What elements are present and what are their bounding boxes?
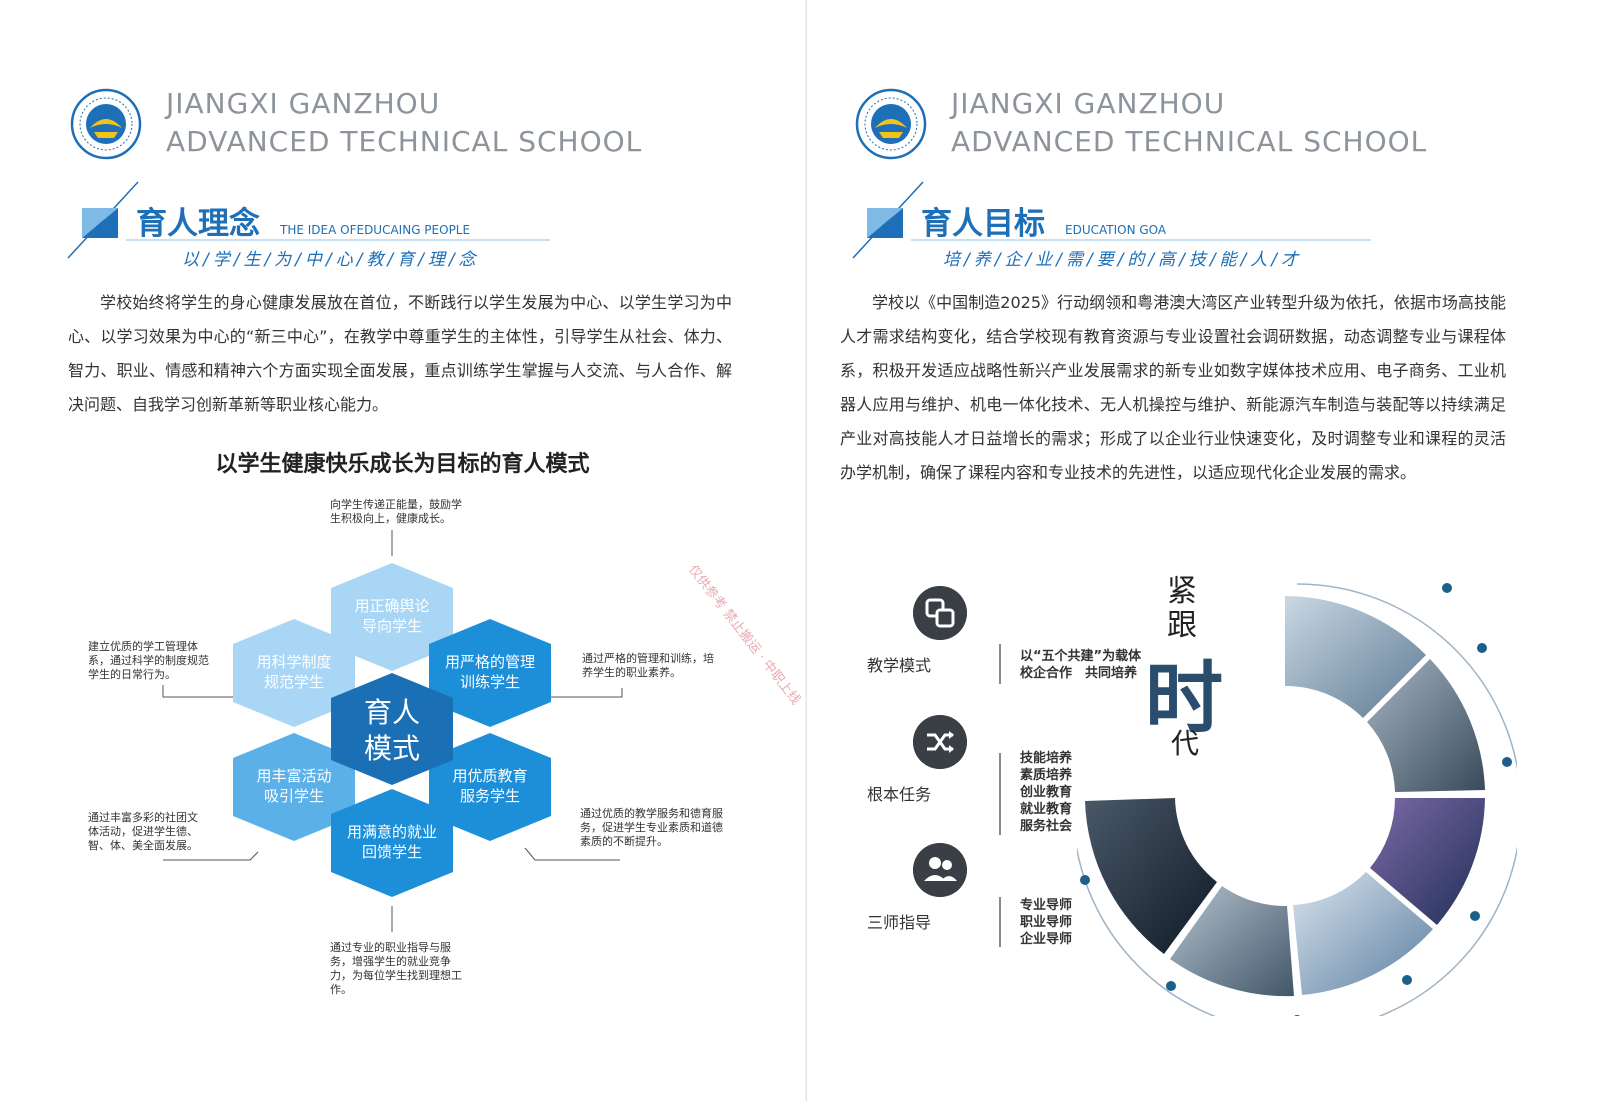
connector-lower-left [163,851,259,861]
goal-paragraph: 学校以《中国制造2025》行动纲领和粤港澳大湾区产业转型升级为依托，依据市场高技… [840,293,1506,482]
core-label-2: 模式 [364,732,420,765]
feature-items: 以“五个共建”为载体 校企合作 共同培养 [1020,648,1141,682]
feature-item: 以“五个共建”为载体 [1020,649,1142,664]
feature-item: 素质培养 [1020,768,1073,783]
hex-top [331,563,453,671]
school-name-line2: ADVANCED TECHNICAL SCHOOL [951,125,1428,158]
feature-fundamental-task: 根本任务 技能培养 素质培养 创业教育 就业教育 服务社会 [867,715,1127,845]
hex-top-label-1: 用正确舆论 [354,597,429,615]
hex-upper-right-label-2: 训练学生 [460,673,520,691]
hex-upper-left-label-2: 规范学生 [264,673,324,691]
feature-item: 职业导师 [1020,915,1073,930]
feature-item: 创业教育 [1020,785,1073,800]
left-page: JIANGXI GANZHOU ADVANCED TECHNICAL SCHOO… [66,85,804,996]
hex-lower-left-label-1: 用丰富活动 [256,767,331,785]
school-logo-icon [70,88,142,160]
school-name: JIANGXI GANZHOU ADVANCED TECHNICAL SCHOO… [166,85,642,161]
section-title: 育人目标 [921,206,1045,242]
feature-item: 校企合作 共同培养 [1020,666,1138,681]
hex-lower-right [429,733,551,841]
people-icon [913,843,967,897]
feature-teaching-mode: 教学模式 以“五个共建”为载体 校企合作 共同培养 [867,586,1141,696]
feature-item: 专业导师 [1020,898,1073,913]
photo-segment-3 [1370,798,1485,925]
feature-label: 三师指导 [867,913,932,932]
feature-items: 专业导师 职业导师 企业导师 [1020,897,1072,948]
school-name: JIANGXI GANZHOU ADVANCED TECHNICAL SCHOO… [951,85,1427,161]
hex-lower-left [233,733,355,841]
hex-core [331,673,453,785]
feature-item: 企业导师 [1020,932,1073,947]
section-slogan: 培/养/企/业/需/要/的/高/技/能/人/才 [943,250,1303,270]
photo-segment-5 [1170,886,1294,997]
section-title: 育人理念 [136,206,260,242]
squares-icon [913,586,967,640]
section-header-decoration [852,181,1371,259]
section-subtitle: EDUCATION GOA [1065,223,1167,237]
hex-lower-right-label-1: 用优质教育 [452,767,527,785]
section-slogan: 以/学/生/为/中/心/教/育/理/念 [182,250,480,270]
connector-upper-left [162,685,240,698]
photo-ring [1077,583,1517,1016]
section-header-goal: 育人目标 EDUCATION GOA 培/养/企/业/需/要/的/高/技/能/人… [851,180,1371,270]
hex-upper-left [233,619,355,727]
note-lower-right: 通过优质的教学服务和德育服务，促进学生专业素质和道德素质的不断提升。 [580,807,723,848]
shuffle-icon [913,715,967,769]
right-page: JIANGXI GANZHOU ADVANCED TECHNICAL SCHOO… [807,0,1610,1101]
model-title: 以学生健康快乐成长为目标的育人模式 [215,451,590,477]
ring-dots [1080,583,1512,1016]
feature-divider [999,897,1001,947]
feature-label: 教学模式 [867,656,932,675]
hex-lower-right-label-2: 服务学生 [460,787,520,805]
school-logo-icon [855,88,927,160]
feature-items: 技能培养 素质培养 创业教育 就业教育 服务社会 [1020,750,1072,835]
note-upper-left: 建立优质的学工管理体系，通过科学的制度规范学生的日常行为。 [88,640,209,681]
vertical-title-char-3: 时 [1145,653,1224,744]
photo-segment-2 [1367,659,1485,792]
note-bottom: 通过专业的职业指导与服务，增强学生的就业竞争力，为每位学生找到理想工作。 [330,941,462,996]
note-lower-left: 通过丰富多彩的社团文体活动，促进学生德、智、体、美全面发展。 [88,811,198,852]
school-name-line2: ADVANCED TECHNICAL SCHOOL [166,125,643,158]
section-subtitle: THE IDEA OFEDUCAING PEOPLE [280,223,471,237]
idea-paragraph: 学校始终将学生的身心健康发展放在首位，不断践行以学生发展为中心、以学生学习为中心… [68,293,732,414]
book-spine [804,0,807,1101]
hex-bottom-label-1: 用满意的就业 [347,823,437,841]
hex-bottom-label-2: 回馈学生 [362,843,422,861]
hex-bottom [331,789,453,897]
school-name-line1: JIANGXI GANZHOU [951,87,1226,120]
connector-upper-right [540,688,623,698]
connector-lower-right [524,847,620,861]
note-upper-right: 通过严格的管理和训练，培养学生的职业素养。 [582,652,714,679]
section-header-decoration [67,181,550,259]
feature-label: 根本任务 [867,785,932,804]
vertical-title-char-1: 紧 [1167,574,1197,609]
feature-divider [999,753,1001,835]
hex-upper-right [429,619,551,727]
vertical-title-char-2: 跟 [1167,608,1197,643]
education-model-diagram: 用正确舆论 导向学生 用严格的管理 训练学生 用优质教育 服务学生 用满意的就业… [162,530,623,932]
school-name-line1: JIANGXI GANZHOU [166,87,441,120]
hex-top-label-2: 导向学生 [362,617,422,635]
hex-upper-left-label-1: 用科学制度 [256,653,331,671]
section-header-idea: 育人理念 THE IDEA OFEDUCAING PEOPLE 以/学/生/为/… [66,180,586,270]
feature-item: 服务社会 [1020,819,1073,834]
feature-item: 就业教育 [1020,802,1073,817]
feature-divider [999,644,1001,684]
hex-upper-right-label-1: 用严格的管理 [445,653,535,671]
note-top: 向学生传递正能量，鼓励学生积极向上，健康成长。 [330,498,462,525]
hex-lower-left-label-2: 吸引学生 [264,787,324,805]
core-label-1: 育人 [364,696,420,729]
photo-segment-1 [1285,596,1426,718]
feature-item: 技能培养 [1020,751,1073,766]
photo-segment-6 [1085,798,1217,954]
photo-segment-4 [1293,872,1433,995]
vertical-title-char-4: 代 [1171,727,1200,760]
feature-three-mentors: 三师指导 专业导师 职业导师 企业导师 [867,843,1127,953]
